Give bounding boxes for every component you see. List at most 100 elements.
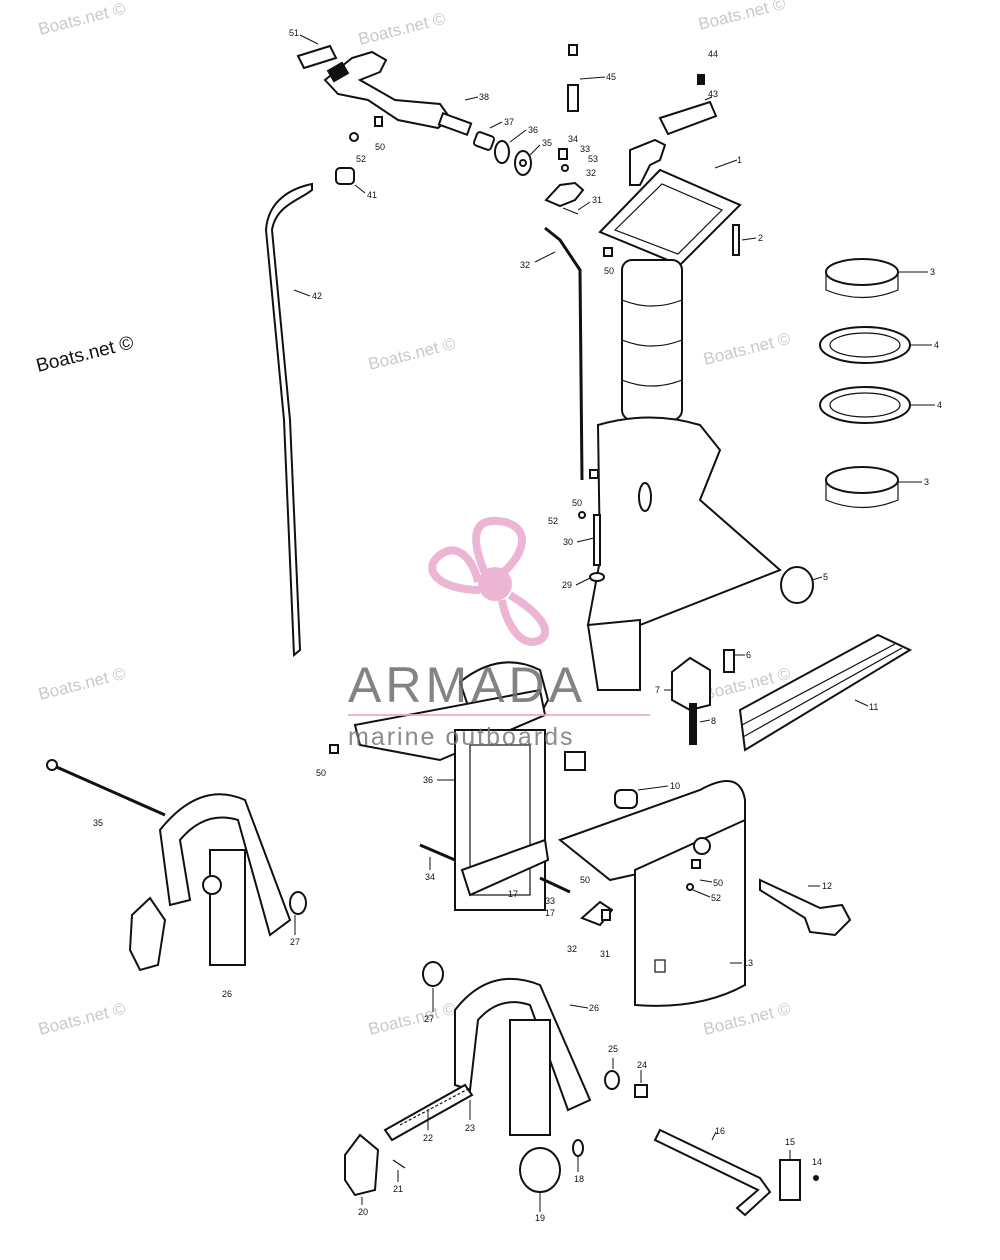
flange-inner	[613, 183, 724, 255]
callout-label: 17	[508, 889, 518, 899]
washer-42	[494, 140, 510, 164]
bolt-31	[419, 843, 456, 862]
callout-label: 38	[479, 92, 489, 102]
pin-30	[539, 876, 571, 894]
screw-thread	[399, 1087, 471, 1126]
brand-tagline: marine outboards	[348, 723, 575, 751]
callout-label: 7	[655, 685, 660, 695]
watermark: Boats.net ©	[356, 9, 447, 49]
propeller-hub	[478, 567, 512, 601]
propeller-blade	[498, 591, 550, 646]
callouts: 51 38 37 36 35 34 33 53 32 31 50 52 41 4…	[93, 28, 942, 1223]
callout-label: 42	[312, 291, 322, 301]
column-rings	[621, 299, 683, 387]
tilt-rod-16	[653, 1128, 772, 1217]
callout-label: 50	[604, 266, 614, 276]
propeller-blade	[472, 516, 526, 582]
callout-label: 13	[743, 958, 753, 968]
pad-27	[289, 891, 307, 915]
callout-label: 10	[670, 781, 680, 791]
strip-line	[741, 643, 896, 726]
callout-label: 44	[708, 49, 718, 59]
callout-label: 11	[869, 702, 878, 712]
screw-14	[813, 1175, 819, 1181]
handle-shaft	[437, 111, 473, 137]
strip-11	[738, 633, 913, 752]
callout-label: 23	[465, 1123, 475, 1133]
strip-line	[742, 647, 903, 738]
watermark: Boats.net ©	[36, 999, 127, 1039]
handle-20	[344, 1133, 380, 1197]
rod-36	[544, 226, 584, 481]
callout-label: 18	[574, 1174, 584, 1184]
callout-label: 14	[812, 1157, 822, 1167]
callout-label: 33	[545, 896, 555, 906]
watermark: Boats.net ©	[701, 329, 792, 369]
callout-label: 26	[222, 989, 232, 999]
screw-50	[374, 116, 383, 127]
pad-27-lower	[422, 961, 444, 987]
cover-part	[629, 138, 667, 186]
washer-52	[349, 132, 359, 142]
swivel-inner	[469, 744, 531, 896]
shift-handle	[323, 50, 452, 130]
callout-label: 29	[562, 580, 572, 590]
watermark: Boats.net ©	[36, 664, 127, 704]
pad-19	[519, 1147, 561, 1193]
ring-3-upper	[825, 258, 899, 286]
decal-part-51	[296, 44, 338, 70]
callout-label: 6	[746, 650, 751, 660]
clamp-frame-26	[158, 793, 292, 937]
callout-label: 50	[375, 142, 385, 152]
shift-rod-46	[264, 182, 313, 658]
callout-label: 2	[758, 233, 763, 243]
callout-label: 50	[572, 498, 582, 508]
housing-port	[638, 482, 652, 512]
callout-label: 27	[290, 937, 300, 947]
clamp-bracket-13	[557, 780, 852, 1007]
plug-5	[780, 566, 814, 604]
misc-fasteners	[329, 247, 701, 927]
propeller-blade	[428, 546, 482, 594]
housing-top-flange	[598, 168, 742, 267]
pin-49	[567, 84, 579, 112]
callout-label: 17	[545, 908, 555, 918]
watermark: Boats.net ©	[696, 0, 787, 34]
watermark: Boats.net ©	[366, 999, 457, 1039]
screw-50	[589, 469, 599, 479]
ring-3-upper-side	[825, 272, 899, 299]
bolt-33	[51, 763, 166, 817]
bearing-ring-inner	[829, 332, 901, 358]
ring-3-lower	[825, 466, 899, 494]
bolt-39	[558, 148, 568, 160]
handle-grip	[326, 61, 350, 83]
anode-7	[671, 656, 711, 712]
clamp-plate	[209, 849, 246, 966]
callout-label: 5	[823, 572, 828, 582]
clamp-slot	[654, 959, 666, 973]
bushing-10	[614, 789, 638, 809]
left-transom-clamp	[46, 759, 307, 972]
callout-label: 32	[586, 168, 596, 178]
housing-lower	[586, 416, 782, 626]
callout-label: 50	[316, 768, 326, 778]
callout-label: 8	[711, 716, 716, 726]
right-side-parts	[671, 566, 913, 752]
callout-label: 43	[708, 89, 718, 99]
callout-label: 36	[528, 125, 538, 135]
clamp-plate-lower	[509, 1019, 551, 1136]
callout-label: 50	[713, 878, 723, 888]
pad-part	[564, 751, 586, 771]
callout-label: 37	[504, 117, 514, 127]
pin-part	[568, 44, 578, 56]
screw-48	[697, 74, 705, 85]
housing-column	[621, 259, 683, 421]
callout-label: 31	[600, 949, 610, 959]
bolt-35	[593, 514, 601, 566]
ring-3-lower-side	[825, 480, 899, 509]
clamp-frame-26-lower	[454, 977, 592, 1112]
callout-label: 52	[711, 893, 721, 903]
watermark: Boats.net ©	[34, 332, 136, 376]
callout-label: 22	[423, 1133, 433, 1143]
lower-transom-clamp	[344, 961, 819, 1217]
